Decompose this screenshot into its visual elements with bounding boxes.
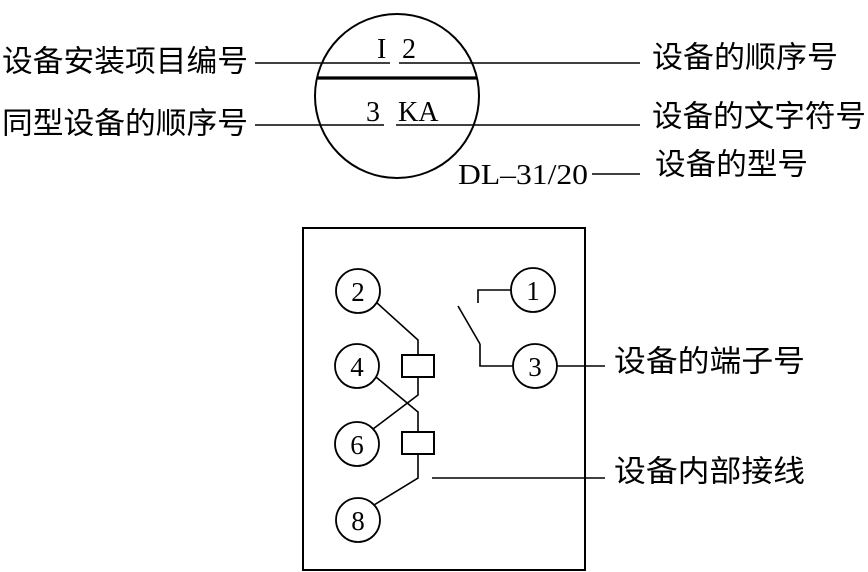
label-same-type-no: 同型设备的顺序号: [2, 107, 248, 142]
wire-upper-coil-to-terminal-6: [372, 376, 419, 430]
box-labels: 设备的端子号 设备内部接线: [432, 345, 805, 490]
contact-blade: [457, 305, 481, 345]
wire-terminal-4-to-lower-coil: [375, 376, 419, 433]
label-internal-wiring: 设备内部接线: [614, 455, 805, 490]
terminal-number: 4: [350, 352, 364, 382]
label-letter-code: 设备的文字符号: [652, 100, 866, 135]
terminal-circle: [510, 267, 556, 313]
model-value: DL–31/20: [458, 160, 588, 191]
symbol-labels: 设备安装项目编号 同型设备的顺序号 设备的顺序号 设备的文字符号 设备的型号: [2, 41, 866, 183]
label-terminal-no: 设备的端子号: [614, 345, 805, 380]
wire-terminal-1-to-contact: [477, 289, 511, 303]
project-code-value: I: [377, 34, 386, 65]
letter-code-value: KA: [398, 97, 439, 128]
sequence-no-value: 2: [402, 34, 416, 65]
terminal-8: 8: [335, 497, 381, 543]
lower-coil: [401, 431, 435, 455]
wire-lower-coil-to-terminal-8: [373, 453, 419, 506]
upper-coil: [401, 354, 435, 378]
terminal-1: 1: [510, 267, 556, 313]
terminal-number: 8: [351, 506, 365, 536]
same-type-no-value: 3: [366, 97, 380, 128]
terminal-circle: [334, 421, 380, 467]
label-project-code: 设备安装项目编号: [2, 45, 248, 80]
terminal-2: 2: [335, 268, 381, 314]
symbol-leader-lines: [255, 62, 640, 175]
internal-wiring: [372, 289, 513, 506]
terminal-number: 1: [526, 276, 540, 306]
terminal-3: 3: [512, 343, 558, 389]
terminal-6: 6: [334, 421, 380, 467]
device-symbol-circle: [314, 13, 480, 179]
terminal-circle: [335, 497, 381, 543]
terminal-number: 6: [350, 430, 364, 460]
device-terminal-box: [302, 227, 586, 571]
label-sequence-no: 设备的顺序号: [652, 41, 838, 76]
terminal-4: 4: [334, 343, 380, 389]
terminal-number: 3: [528, 352, 542, 382]
wire-contact-to-terminal-3: [479, 344, 513, 367]
terminals: 2 1 4 3 6 8: [334, 267, 558, 543]
device-symbol: I 2 3 KA: [314, 13, 480, 179]
terminal-number: 2: [351, 277, 365, 307]
wire-terminal-2-to-upper-coil: [375, 301, 419, 356]
terminal-circle: [335, 268, 381, 314]
terminal-circle: [334, 343, 380, 389]
label-model: 设备的型号: [655, 148, 808, 183]
